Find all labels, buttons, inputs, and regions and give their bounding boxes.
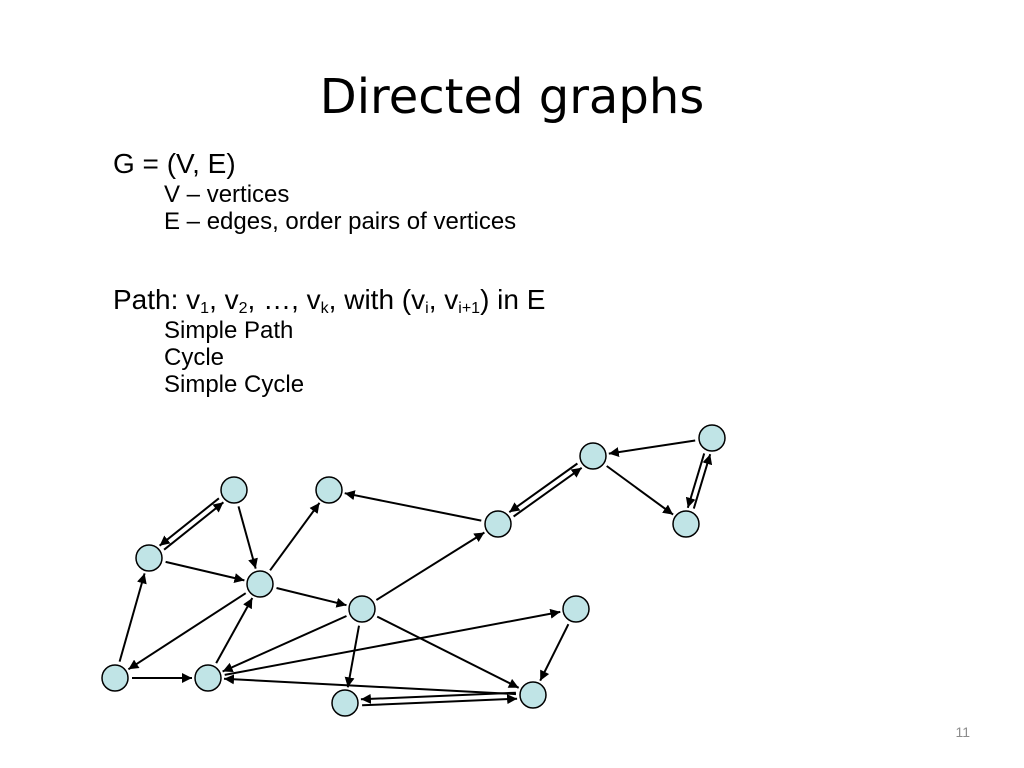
path-definition: Path: v1, v2, …, vk, with (vi, vi+1) in … (113, 284, 546, 317)
slide-number: 11 (955, 724, 970, 740)
edge-arrow (165, 560, 245, 583)
graph-vertex (579, 442, 607, 470)
edge-arrow (118, 573, 147, 662)
edge-arrow (158, 497, 220, 547)
path-text: , with (v (328, 284, 426, 315)
path-text: , v (428, 284, 459, 315)
graph-vertex (331, 689, 359, 717)
path-subscript: k (320, 300, 329, 317)
graph-definition: G = (V, E) (113, 148, 236, 179)
edge-arrow (375, 531, 485, 601)
graph-vertex (698, 424, 726, 452)
edge-arrow (608, 439, 696, 458)
graph-vertex (562, 595, 590, 623)
definition-edges: E – edges, order pairs of vertices (164, 208, 517, 235)
edge-arrow (360, 691, 516, 704)
path-text: ) in E (480, 284, 546, 315)
path-subscript: 1 (200, 300, 210, 317)
graph-vertex (519, 681, 547, 709)
graph-vertex (672, 510, 700, 538)
definition-vertices: V – vertices (164, 181, 290, 208)
edge-arrow (163, 501, 225, 551)
edge-arrow (344, 625, 360, 688)
edge-arrow (685, 453, 706, 509)
path-subscript: i+1 (458, 300, 481, 317)
edge-arrow (539, 623, 570, 682)
graph-vertex (315, 476, 343, 504)
edge-arrow (362, 694, 518, 707)
edge-arrow (223, 674, 517, 696)
path-text: Path: v (113, 284, 201, 315)
path-subscript: 2 (238, 300, 248, 317)
edge-arrow (269, 502, 321, 571)
edge-arrow (513, 466, 583, 518)
edge-arrow (376, 615, 520, 689)
path-item-simple-cycle: Simple Cycle (164, 371, 305, 398)
graph-vertex (135, 544, 163, 572)
edge-arrow (237, 506, 258, 569)
slide-title: Directed graphs (319, 69, 705, 125)
graph-vertex (101, 664, 129, 692)
edge-arrow (344, 490, 482, 522)
edge-arrow (276, 587, 347, 608)
edge-arrow (215, 597, 254, 664)
edge-arrow (606, 465, 674, 516)
path-subscript: i (425, 300, 429, 317)
edge-arrow (692, 453, 713, 509)
path-item-simple-path: Simple Path (164, 317, 294, 344)
graph-vertex (484, 510, 512, 538)
edge-arrow (224, 608, 561, 676)
graph-vertex (194, 664, 222, 692)
edge-arrow (127, 592, 247, 671)
path-text: , …, v (247, 284, 321, 315)
graph-vertex (246, 570, 274, 598)
graph-edges (118, 439, 713, 707)
path-item-cycle: Cycle (164, 344, 225, 371)
edge-arrow (508, 462, 578, 514)
graph-vertices (101, 424, 726, 717)
path-text: , v (209, 284, 239, 315)
graph-vertex (220, 476, 248, 504)
graph-vertex (348, 595, 376, 623)
edge-arrow (222, 615, 347, 673)
